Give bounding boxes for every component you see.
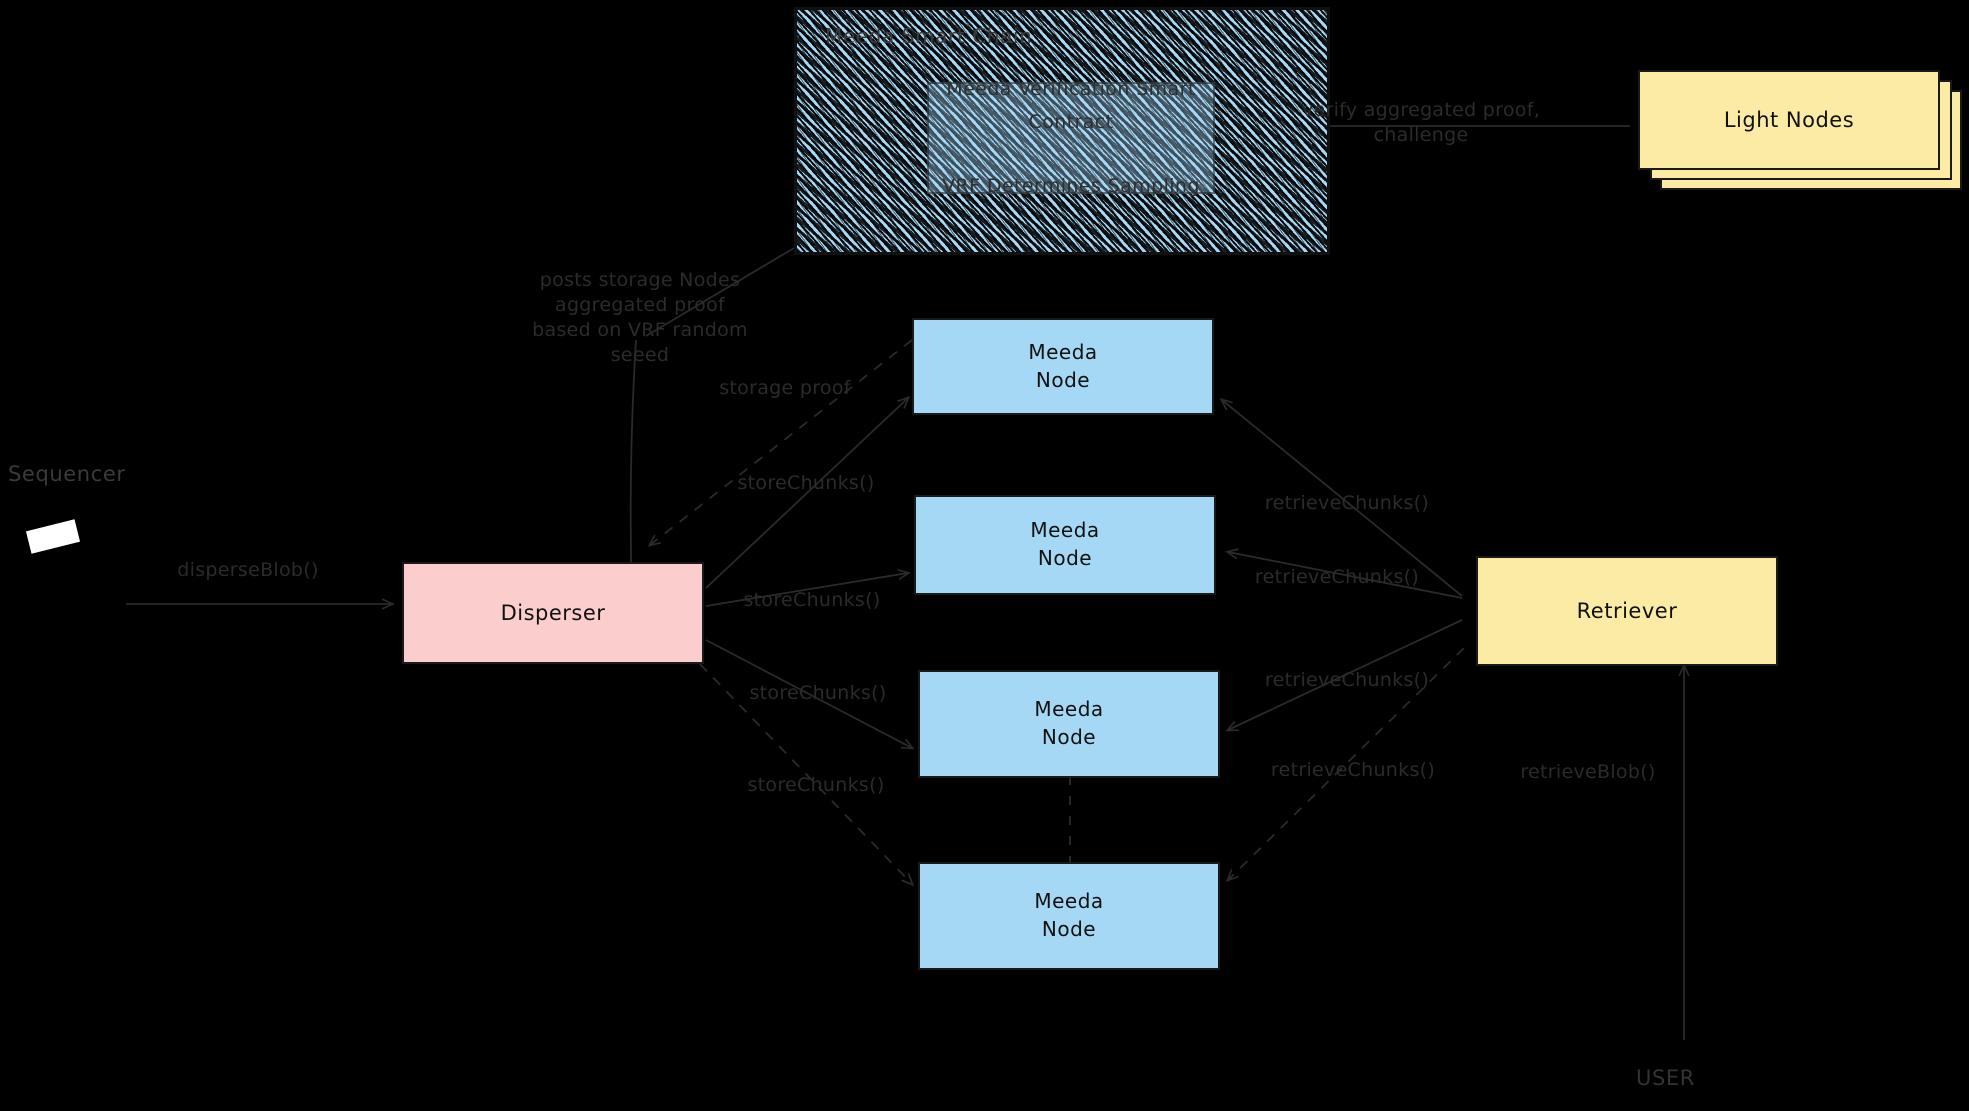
edge-label-verify-proof: verify aggregated proof, challenge bbox=[1301, 99, 1541, 147]
meeda-node-2-box[interactable]: Meeda Node bbox=[914, 495, 1216, 595]
meeda-verification-smart-contract[interactable]: Meeda Verification Smart Contract VRF De… bbox=[927, 78, 1215, 197]
edge-label-store-chunks-2: storeChunks() bbox=[743, 589, 881, 611]
edge-label-retrieve-chunks-1: retrieveChunks() bbox=[1264, 492, 1430, 514]
edge-posts-proof bbox=[629, 339, 637, 601]
meeda-node-3-box[interactable]: Meeda Node bbox=[918, 670, 1220, 778]
edge-label-store-chunks-3: storeChunks() bbox=[749, 682, 887, 704]
meeda-node-3-label: Meeda Node bbox=[1034, 697, 1104, 749]
edge-label-retrieve-blob: retrieveBlob() bbox=[1520, 761, 1656, 783]
edge-storage-proof bbox=[650, 339, 913, 545]
edge-label-retrieve-chunks-2: retrieveChunks() bbox=[1254, 566, 1420, 588]
edge-label-store-chunks-4: storeChunks() bbox=[747, 774, 885, 796]
meeda-node-4-box[interactable]: Meeda Node bbox=[918, 862, 1220, 970]
edge-label-store-chunks-1: storeChunks() bbox=[737, 472, 875, 494]
user-label: USER bbox=[1636, 1066, 1695, 1090]
light-nodes-box[interactable]: Light Nodes bbox=[1638, 70, 1940, 170]
retriever-label: Retriever bbox=[1576, 598, 1678, 623]
edge-label-storage-proof: storage proof bbox=[719, 377, 851, 399]
disperser-label: Disperser bbox=[500, 600, 606, 625]
edge-label-retrieve-chunks-4: retrieveChunks() bbox=[1270, 759, 1436, 781]
disperser-box[interactable]: Disperser bbox=[402, 562, 704, 664]
edge-label-retrieve-chunks-3: retrieveChunks() bbox=[1264, 669, 1430, 691]
edge-label-posts-proof: posts storage Nodes aggregated proof bas… bbox=[532, 269, 748, 367]
meeda-node-4-label: Meeda Node bbox=[1034, 889, 1104, 941]
edge-label-disperse-blob: disperseBlob() bbox=[177, 559, 319, 581]
verification-contract-label: Meeda Verification Smart Contract VRF De… bbox=[942, 78, 1200, 198]
smart-chain-title: Meeda Smart Chain bbox=[825, 24, 1033, 48]
retriever-box[interactable]: Retriever bbox=[1476, 556, 1778, 666]
meeda-node-1-label: Meeda Node bbox=[1028, 339, 1098, 392]
meeda-smart-chain-container[interactable]: Meeda Smart Chain Meeda Verification Sma… bbox=[794, 7, 1330, 255]
light-nodes-label: Light Nodes bbox=[1723, 107, 1855, 132]
meeda-node-2-label: Meeda Node bbox=[1030, 518, 1100, 570]
sequencer-icon bbox=[25, 519, 81, 554]
meeda-node-1-box[interactable]: Meeda Node bbox=[912, 318, 1214, 415]
sequencer-label: Sequencer bbox=[8, 462, 126, 486]
